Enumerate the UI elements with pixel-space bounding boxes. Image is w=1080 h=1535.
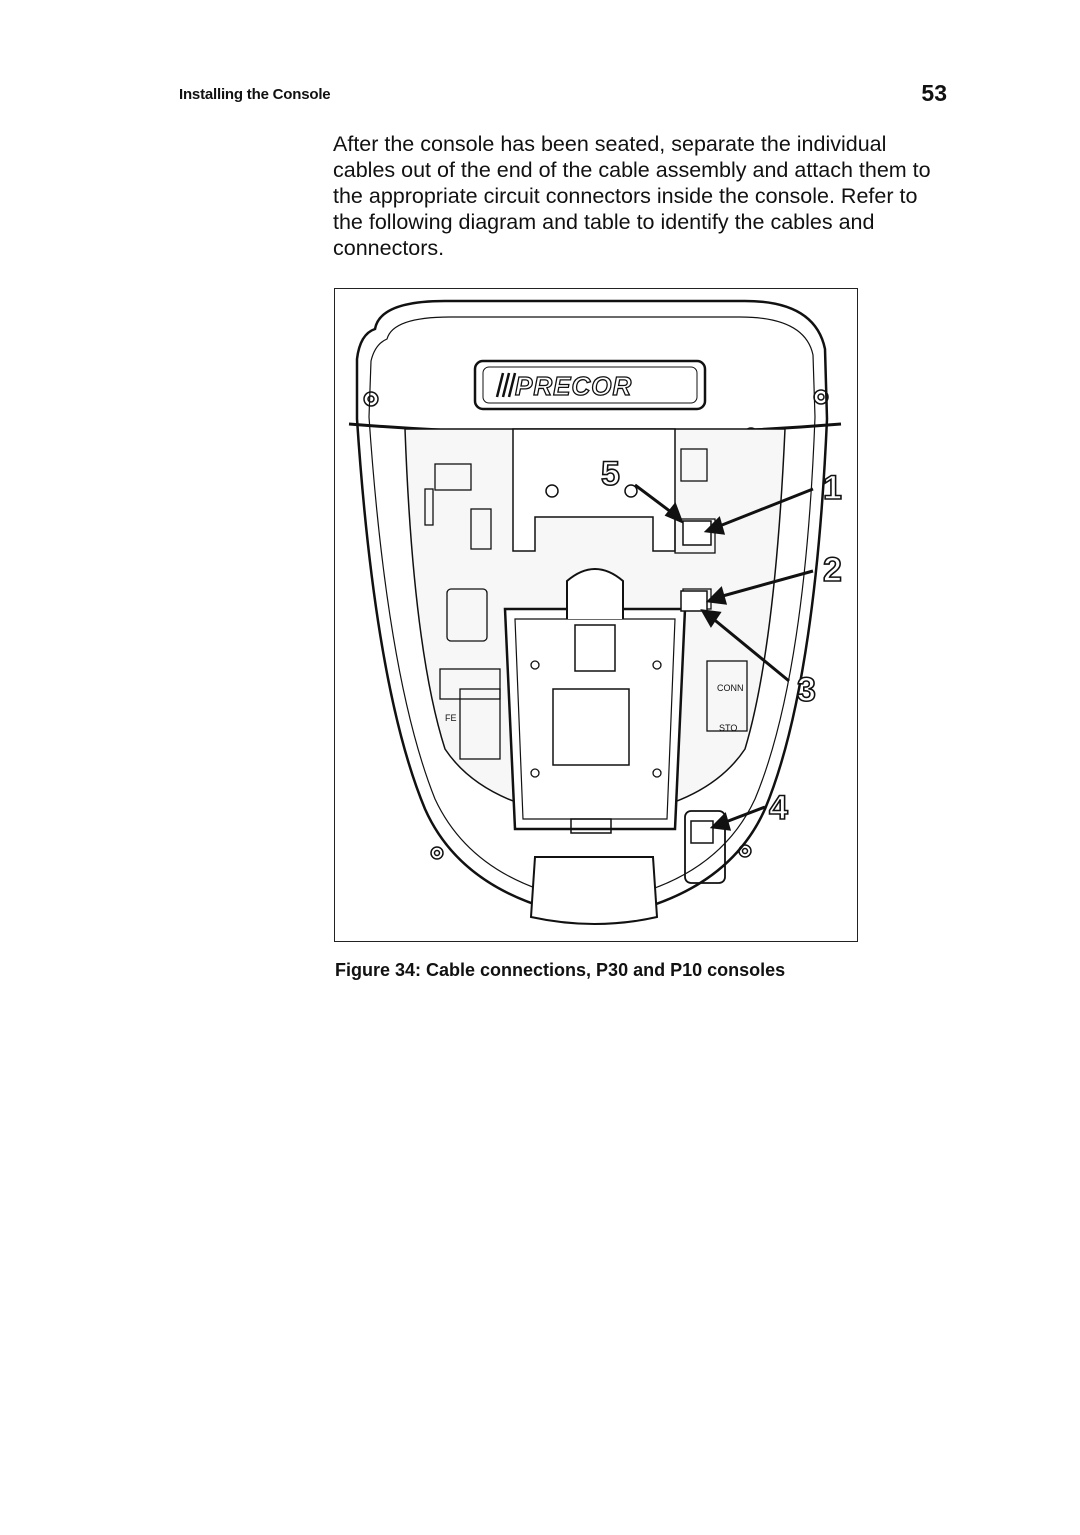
callout-arrows [634,483,814,831]
console-figure: PRECOR [334,288,858,942]
logo-plate [473,359,707,411]
lower-grip [529,856,659,925]
logo-plate-inner [482,366,698,404]
callout-number: 1 [823,469,842,507]
intro-paragraph: After the console has been seated, separ… [333,132,931,260]
panel-label: CONN [717,683,744,693]
plate-hole [545,484,559,498]
console-shell-inner-rim [368,316,816,904]
right-brackets [674,448,748,732]
lower-right-bay [684,810,726,884]
connector-2 [680,590,708,612]
connector-4 [690,820,714,844]
stand-connector [570,818,612,834]
page-number: 53 [921,80,947,106]
panel-label: STO [719,723,737,733]
figure-caption: Figure 34: Cable connections, P30 and P1… [335,960,786,980]
stand-slot [574,624,616,672]
panel-label: FE [445,713,457,723]
left-brackets [424,463,501,760]
brand-logo: PRECOR [515,371,632,401]
callout-number: 2 [823,551,842,589]
callout-markers: 1 2 3 4 5 [600,454,843,828]
callout-number: 5 [601,455,620,493]
running-head: Installing the Console [179,86,331,103]
logo-slashes [495,372,517,398]
mounting-plate [512,428,676,552]
stand-holes [530,660,662,778]
callout-number: 4 [769,789,788,827]
console-stand [503,607,687,831]
plate-hole [624,484,638,498]
stand-window [552,688,630,766]
console-diagram: PRECOR [348,299,843,925]
callout-number: 3 [797,671,816,709]
connector-1 [682,520,712,546]
stand-tab [566,568,624,619]
